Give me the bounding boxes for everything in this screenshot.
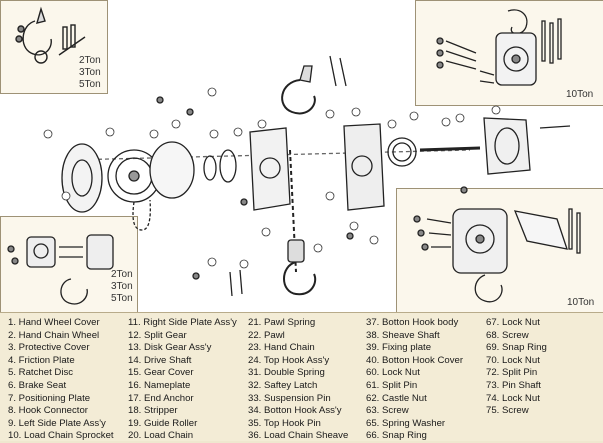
legend-column: 11. Right Side Plate Ass'y 12. Split Gea… (128, 317, 237, 443)
capacity-label: 5Ton (79, 79, 101, 90)
small-bottom-hook-drawing (7, 234, 114, 305)
legend-item: 66. Snap Ring (366, 430, 427, 442)
legend-item: 11. Right Side Plate Ass'y (128, 317, 237, 328)
legend-item: 20. Load Chain (128, 430, 194, 442)
legend-item: 14. Drive Shaft (128, 354, 192, 366)
capacity-label: 3Ton (111, 281, 133, 292)
ten-ton-top-hook-drawing (436, 9, 562, 86)
legend-item: 2. Hand Chain Wheel (8, 329, 100, 341)
legend-item: 7. Positioning Plate (8, 392, 91, 404)
small-hook-assembly-drawing (15, 6, 86, 64)
inset-small-hoist-top: 2Ton 3Ton 5Ton (0, 0, 108, 94)
inset-small-hoist-bottom: 2Ton 3Ton 5Ton (0, 216, 138, 314)
capacity-label: 3Ton (79, 67, 101, 78)
legend-item: 37. Botton Hook body (366, 317, 459, 328)
legend-item: 69. Snap Ring (486, 342, 547, 354)
legend-item: 5. Ratchet Disc (8, 367, 74, 379)
legend-item: 74. Lock Nut (486, 392, 540, 404)
legend-item: 8. Hook Connector (8, 405, 88, 417)
legend-item: 73. Pin Shaft (486, 379, 541, 391)
main-hoist-exploded-drawing (43, 55, 571, 297)
capacity-label: 2Ton (111, 269, 133, 280)
legend-item: 70. Lock Nut (486, 354, 540, 366)
inset-ten-ton-top: 10Ton (415, 0, 603, 106)
legend-item: 61. Split Pin (366, 379, 418, 391)
legend-item: 38. Sheave Shaft (366, 329, 440, 341)
legend-item: 23. Hand Chain (248, 342, 315, 354)
parts-legend: 1. Hand Wheel Cover 2. Hand Chain Wheel … (0, 312, 603, 441)
legend-item: 31. Double Spring (248, 367, 325, 379)
legend-item: 32. Saftey Latch (248, 379, 318, 391)
legend-item: 68. Screw (486, 329, 529, 341)
legend-item: 35. Top Hook Pin (248, 417, 321, 429)
legend-item: 72. Split Pin (486, 367, 538, 379)
legend-column: 67. Lock Nut 68. Screw 69. Snap Ring 70.… (486, 317, 547, 418)
legend-item: 16. Nameplate (128, 379, 191, 391)
capacity-label: 5Ton (111, 293, 133, 304)
exploded-view-diagram: 2Ton 3Ton 5Ton 10Ton (0, 0, 603, 314)
legend-item: 33. Suspension Pin (248, 392, 331, 404)
legend-item: 39. Fixing plate (366, 342, 432, 354)
legend-item: 67. Lock Nut (486, 317, 540, 328)
legend-column: 1. Hand Wheel Cover 2. Hand Chain Wheel … (8, 317, 114, 443)
capacity-label: 10Ton (566, 89, 594, 100)
legend-item: 6. Brake Seat (8, 379, 67, 391)
legend-item: 13. Disk Gear Ass'y (128, 342, 212, 354)
legend-item: 36. Load Chain Sheave (248, 430, 349, 442)
legend-item: 65. Spring Washer (366, 417, 446, 429)
legend-item: 63. Screw (366, 405, 409, 417)
ten-ton-bottom-hook-drawing (413, 208, 581, 303)
legend-item: 1. Hand Wheel Cover (8, 317, 100, 328)
legend-item: 40. Botton Hook Cover (366, 354, 464, 366)
legend-item: 60. Lock Nut (366, 367, 420, 379)
legend-item: 22. Pawl (248, 329, 285, 341)
legend-item: 4. Friction Plate (8, 354, 75, 366)
legend-item: 75. Screw (486, 405, 529, 417)
legend-item: 12. Split Gear (128, 329, 187, 341)
legend-item: 34. Botton Hook Ass'y (248, 405, 342, 417)
capacity-label: 2Ton (79, 55, 101, 66)
legend-item: 15. Gear Cover (128, 367, 194, 379)
legend-item: 21. Pawl Spring (248, 317, 316, 328)
inset-ten-ton-bottom: 10Ton (396, 188, 603, 314)
legend-column: 21. Pawl Spring 22. Pawl 23. Hand Chain … (248, 317, 348, 443)
capacity-label: 10Ton (567, 297, 595, 308)
legend-item: 17. End Anchor (128, 392, 194, 404)
legend-item: 3. Protective Cover (8, 342, 90, 354)
legend-item: 18. Stripper (128, 405, 178, 417)
legend-item: 9. Left Side Plate Ass'y (8, 417, 106, 429)
legend-column: 37. Botton Hook body 38. Sheave Shaft 39… (366, 317, 463, 443)
legend-item: 62. Castle Nut (366, 392, 427, 404)
legend-item: 10. Load Chain Sprocket (8, 430, 114, 442)
legend-item: 24. Top Hook Ass'y (248, 354, 330, 366)
legend-item: 19. Guide Roller (128, 417, 198, 429)
